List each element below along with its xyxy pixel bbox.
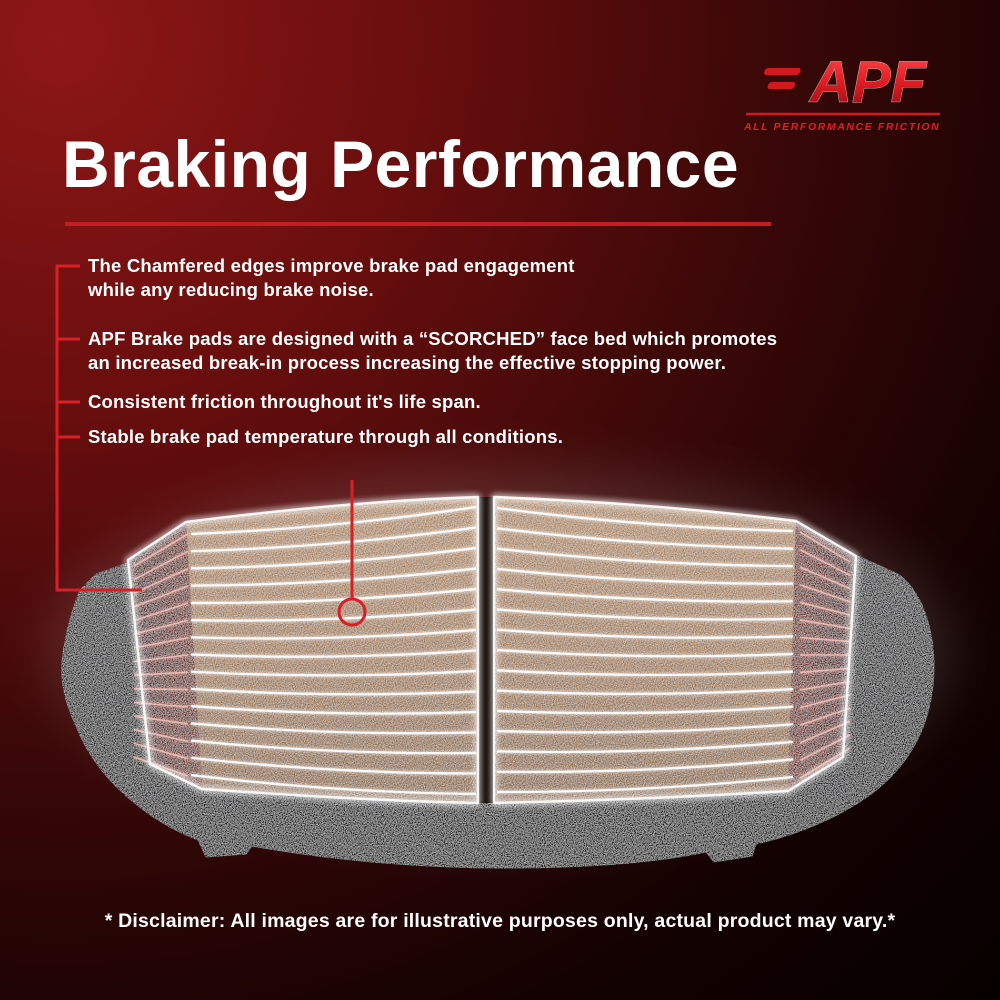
scorched-face-marker [337, 597, 367, 627]
page-title: Braking Performance [62, 127, 740, 201]
right-pad-scorch-lines [496, 506, 794, 794]
pad-gap [478, 497, 494, 803]
left-pad-face [186, 497, 478, 803]
right-pad-face [494, 497, 796, 803]
chamfer-callout-line [55, 264, 142, 592]
left-pad-scorch-lines [190, 505, 477, 796]
left-chamfer-lines [133, 533, 189, 777]
pad-outline-glow [126, 495, 858, 805]
apf-logo: APF ALL PERFORMANCE FRICTION [736, 48, 948, 143]
logo-brand: APF [808, 50, 928, 115]
speed-lines-icon [764, 68, 801, 89]
bullet-stable-temperature: Stable brake pad temperature through all… [88, 426, 564, 447]
bullet-consistent-friction: Consistent friction throughout it's life… [88, 391, 481, 412]
disclaimer-text: * Disclaimer: All images are for illustr… [104, 910, 896, 932]
bullet-chamfered-edges: The Chamfered edges improve brake pad en… [88, 255, 575, 301]
right-chamfer-lines [799, 531, 851, 779]
bullet-scorched-face: APF Brake pads are designed with a “SCOR… [88, 328, 778, 374]
title-underline [65, 222, 771, 226]
logo-tagline: ALL PERFORMANCE FRICTION [743, 121, 940, 133]
